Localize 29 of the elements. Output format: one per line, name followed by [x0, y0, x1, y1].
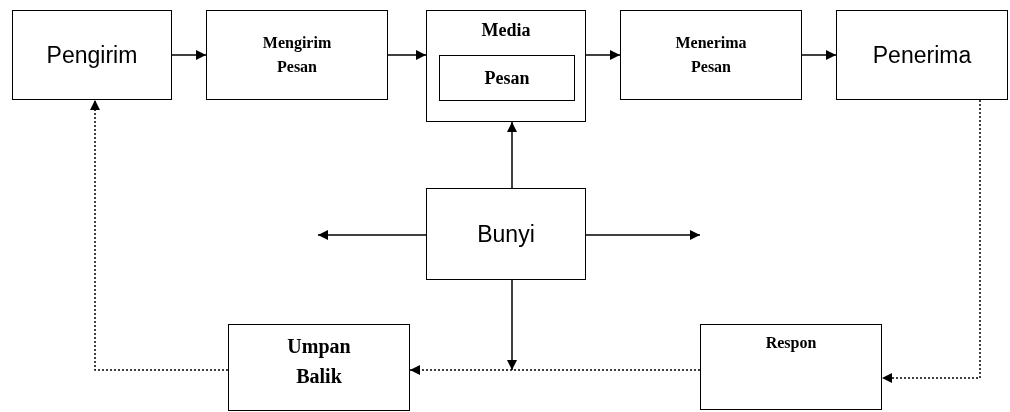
- arrow: [801, 50, 837, 60]
- process-box: [228, 324, 410, 411]
- box-label: Penerima: [872, 40, 972, 70]
- arrow: [90, 99, 229, 371]
- arrow: [317, 230, 427, 240]
- process-box: [700, 324, 882, 410]
- box-label: Respon: [765, 333, 817, 354]
- box-label: Mengirim Pesan: [261, 33, 333, 77]
- process-box: [439, 55, 575, 101]
- box-label: Umpan Balik: [286, 334, 352, 389]
- process-box: [620, 10, 802, 100]
- box-label: Pengirim: [46, 40, 138, 70]
- box-label: Menerima Pesan: [674, 33, 748, 77]
- arrow: [387, 50, 427, 60]
- process-box: [836, 10, 1008, 100]
- arrow: [171, 50, 207, 60]
- process-box: [426, 188, 586, 280]
- arrow: [881, 99, 981, 383]
- arrow: [409, 365, 701, 375]
- arrow: [507, 279, 517, 371]
- process-box: [206, 10, 388, 100]
- box-label: Media: [481, 19, 531, 42]
- arrow: [585, 50, 621, 60]
- process-box: [426, 10, 586, 122]
- box-label: Bunyi: [477, 219, 535, 249]
- arrow: [507, 121, 517, 189]
- box-label: Pesan: [484, 66, 530, 90]
- process-box: [12, 10, 172, 100]
- arrow: [585, 230, 701, 240]
